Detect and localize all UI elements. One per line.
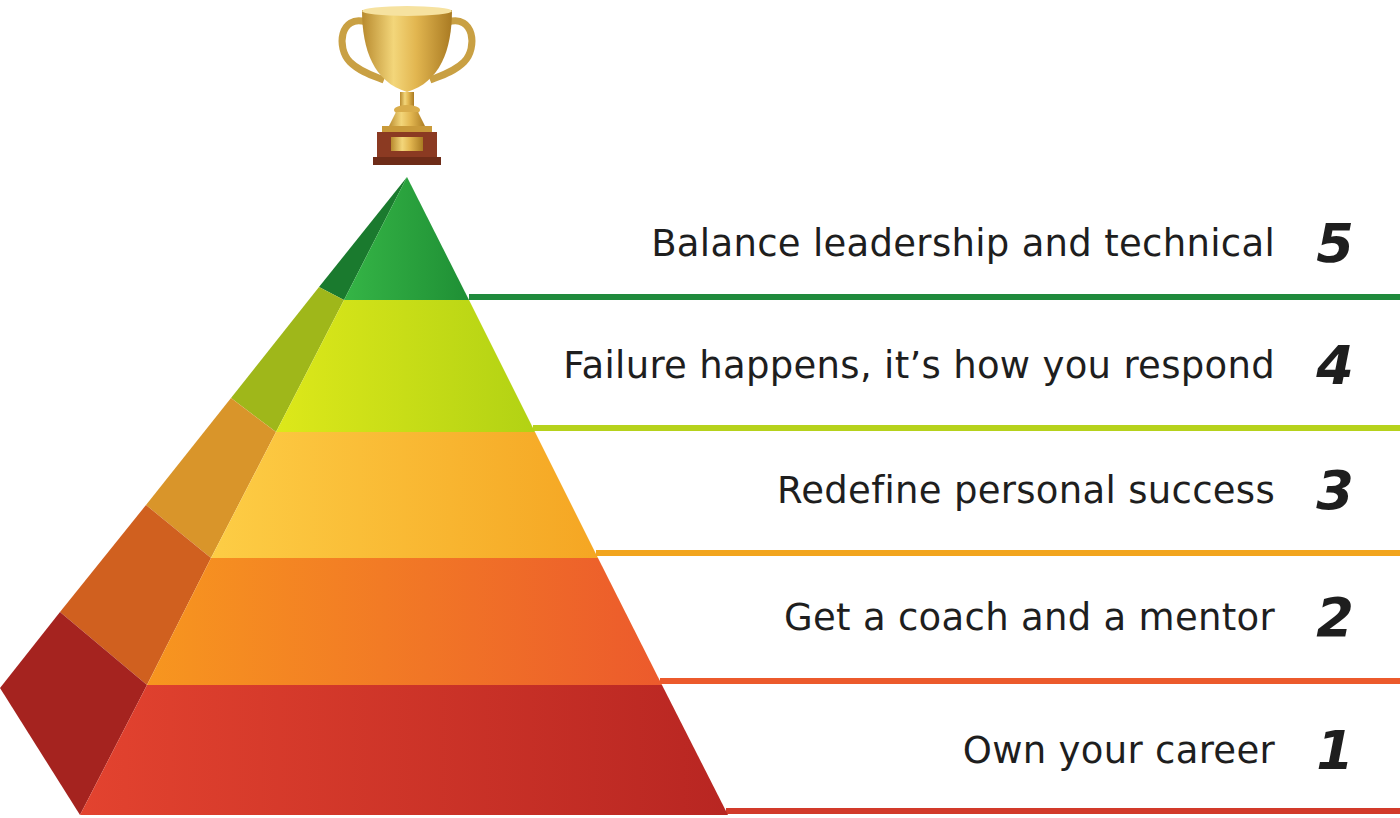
pyramid-band bbox=[80, 685, 728, 815]
step-number: 4 bbox=[1295, 334, 1375, 397]
pyramid-band bbox=[344, 177, 469, 300]
divider-line bbox=[726, 808, 1400, 814]
pyramid-band bbox=[147, 558, 662, 685]
step-label: Balance leadership and technical bbox=[651, 222, 1275, 265]
pyramid-row: Redefine personal success 3 bbox=[475, 435, 1375, 545]
divider-line bbox=[469, 294, 1400, 300]
step-label: Own your career bbox=[963, 729, 1275, 772]
divider-line bbox=[660, 678, 1400, 684]
pyramid-band bbox=[276, 300, 535, 432]
divider-line bbox=[533, 425, 1400, 431]
divider-line bbox=[596, 550, 1400, 556]
pyramid-band bbox=[211, 432, 598, 558]
step-label: Get a coach and a mentor bbox=[784, 596, 1275, 639]
step-label: Redefine personal success bbox=[777, 469, 1275, 512]
trophy-icon bbox=[342, 6, 472, 165]
step-number: 2 bbox=[1295, 586, 1375, 649]
step-number: 5 bbox=[1295, 212, 1375, 275]
step-number: 3 bbox=[1295, 459, 1375, 522]
step-label: Failure happens, it’s how you respond bbox=[563, 344, 1275, 387]
pyramid-row: Own your career 1 bbox=[475, 695, 1375, 805]
pyramid-row: Balance leadership and technical 5 bbox=[475, 188, 1375, 298]
step-number: 1 bbox=[1295, 719, 1375, 782]
pyramid-row: Get a coach and a mentor 2 bbox=[475, 562, 1375, 672]
pyramid-row: Failure happens, it’s how you respond 4 bbox=[475, 310, 1375, 420]
